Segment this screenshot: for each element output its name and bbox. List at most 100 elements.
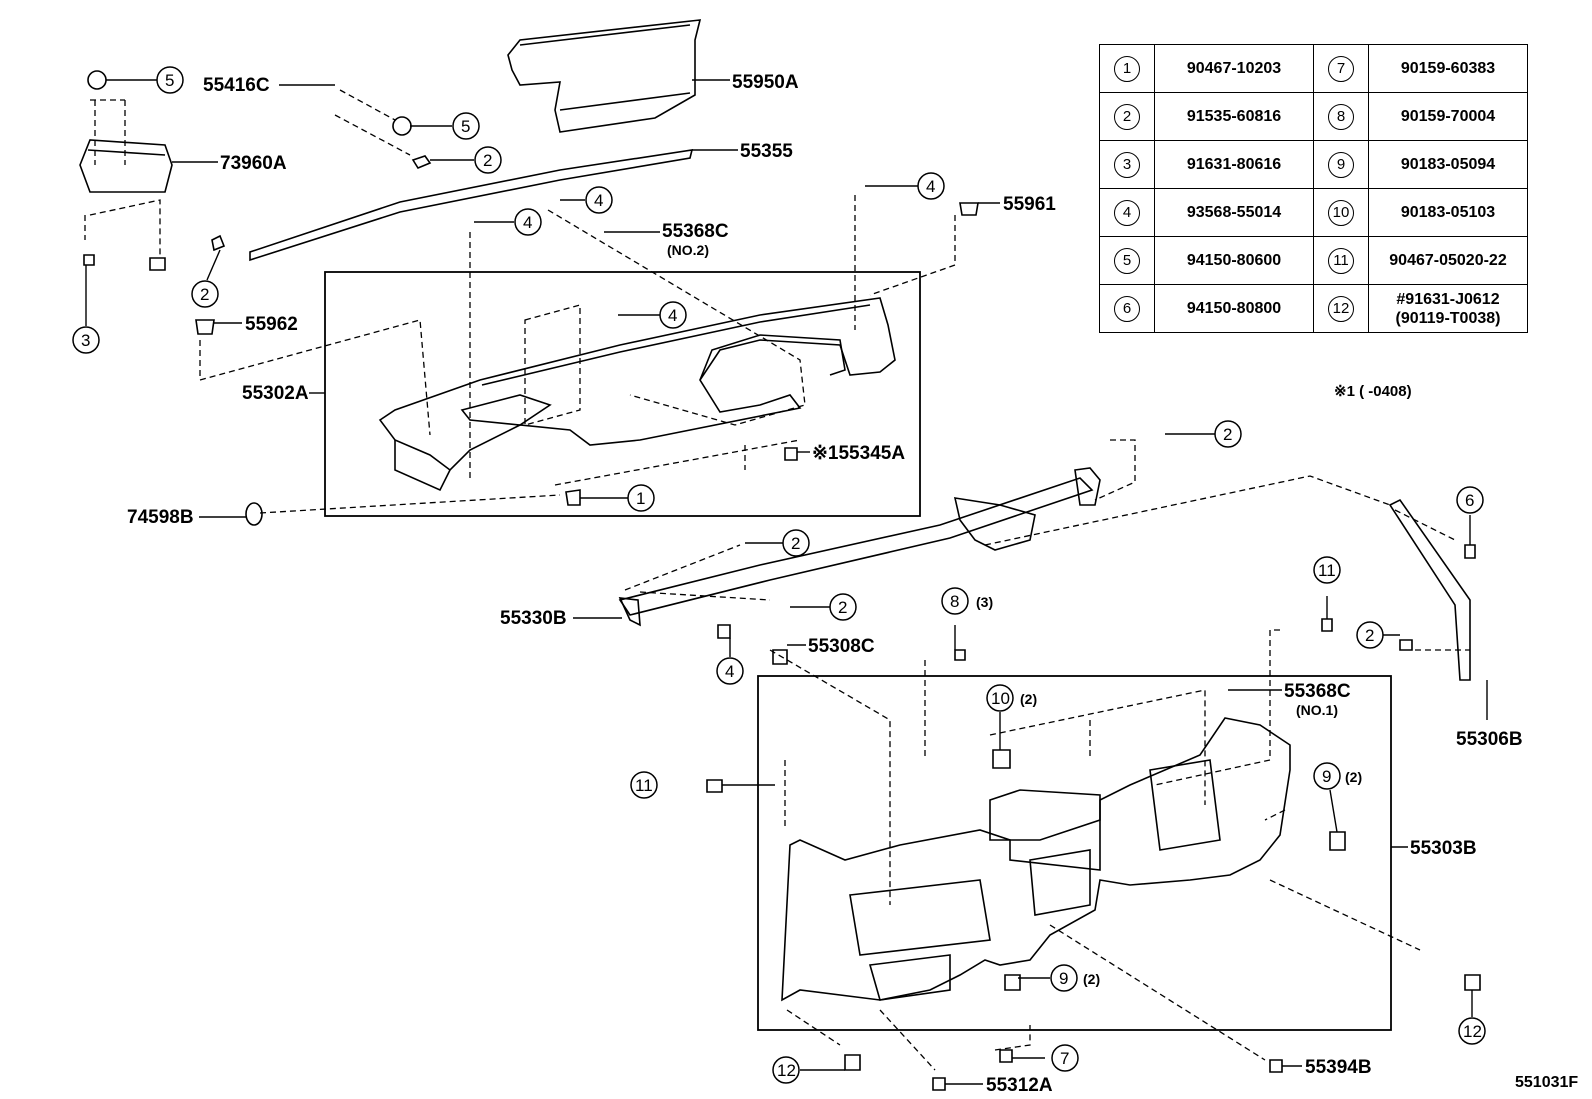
label-55394B: 55394B — [1305, 1057, 1372, 1078]
svg-text:1: 1 — [636, 489, 645, 508]
upper-instrument-panel — [378, 297, 896, 492]
table-row: 1 90467-10203 7 90159-60383 — [1099, 44, 1528, 93]
footnote: ※1 ( -0408) — [1334, 383, 1412, 400]
label-55961: 55961 — [1003, 194, 1056, 215]
svg-text:2: 2 — [1223, 425, 1232, 444]
label-55302A: 55302A — [242, 383, 309, 404]
svg-text:5: 5 — [165, 71, 174, 90]
svg-text:12: 12 — [777, 1061, 796, 1080]
svg-text:4: 4 — [523, 213, 532, 232]
ref-part: 90467-10203 — [1154, 44, 1314, 93]
brace — [1388, 498, 1471, 681]
table-row: 6 94150-80800 12 #91631-J0612 (90119-T00… — [1099, 284, 1528, 333]
svg-text:9: 9 — [1059, 969, 1068, 988]
callout-2: 2 — [782, 529, 810, 557]
svg-text:9: 9 — [1322, 767, 1331, 786]
label-55416C: 55416C — [203, 75, 270, 96]
label-55368C-no1-note: (NO.1) — [1296, 702, 1338, 718]
ref-part: 91535-60816 — [1154, 92, 1314, 141]
svg-text:10: 10 — [991, 689, 1010, 708]
svg-text:7: 7 — [1060, 1049, 1069, 1068]
quantity-9: (2) — [1345, 769, 1362, 785]
ref-part-line2: (90119-T0038) — [1395, 309, 1501, 327]
label-55368C-no1: 55368C — [1284, 681, 1351, 702]
label-55312A: 55312A — [986, 1075, 1053, 1096]
quantity-9b: (2) — [1083, 971, 1100, 987]
callout-4: 4 — [659, 301, 687, 329]
label-55962: 55962 — [245, 314, 298, 335]
panel-strip — [249, 149, 694, 262]
label-55950A: 55950A — [732, 72, 799, 93]
label-55368C-no2-note: (NO.2) — [667, 242, 709, 258]
label-55330B: 55330B — [500, 608, 567, 629]
table-row: 3 91631-80616 9 90183-05094 — [1099, 140, 1528, 189]
svg-text:11: 11 — [1318, 561, 1336, 580]
svg-text:4: 4 — [594, 191, 603, 210]
svg-text:2: 2 — [483, 151, 492, 170]
callout-4: 4 — [585, 186, 613, 214]
ref-part: 90183-05094 — [1368, 140, 1528, 189]
callout-4: 4 — [716, 657, 744, 685]
label-74598B: 74598B — [127, 507, 194, 528]
callout-1: 1 — [627, 484, 655, 512]
svg-text:8: 8 — [950, 592, 959, 611]
label-55306B: 55306B — [1456, 729, 1523, 750]
svg-text:2: 2 — [1365, 626, 1374, 645]
callout-5: 5 — [156, 66, 184, 94]
ref-num: 3 — [1114, 151, 1140, 178]
quantity-8: (3) — [976, 594, 993, 610]
callout-11: 11 — [630, 771, 658, 799]
callout-2: 2 — [1356, 621, 1384, 649]
callout-9: 9 — [1050, 964, 1078, 992]
lower-instrument-panel — [781, 717, 1291, 1002]
svg-text:2: 2 — [791, 534, 800, 553]
ref-num: 10 — [1328, 199, 1354, 226]
callout-4: 4 — [917, 172, 945, 200]
ref-part-line1: #91631-J0612 — [1396, 290, 1500, 308]
callout-12: 12 — [772, 1056, 800, 1084]
svg-text:3: 3 — [81, 331, 90, 350]
ref-num: 1 — [1114, 55, 1140, 82]
ref-part: 94150-80800 — [1154, 284, 1314, 333]
callout-6: 6 — [1456, 486, 1484, 514]
ref-part: 90183-05103 — [1368, 188, 1528, 237]
callout-2: 2 — [474, 146, 502, 174]
callout-11: 11 — [1313, 556, 1341, 584]
callout-8: 8 — [941, 587, 969, 615]
callout-2: 2 — [829, 593, 857, 621]
ref-num: 7 — [1328, 55, 1354, 82]
ref-num: 4 — [1114, 199, 1140, 226]
callout-3: 3 — [72, 326, 100, 354]
svg-text:2: 2 — [200, 285, 209, 304]
fastener-icons — [83, 70, 1481, 1091]
ref-part: 90159-60383 — [1368, 44, 1528, 93]
ref-part: #91631-J0612 (90119-T0038) — [1368, 284, 1528, 333]
fastener-reference-table: 1 90467-10203 7 90159-60383 2 91535-6081… — [1099, 44, 1528, 333]
svg-text:5: 5 — [461, 117, 470, 136]
label-55345A: ※155345A — [812, 443, 905, 464]
air-bag-module — [79, 139, 173, 193]
defroster-duct — [507, 19, 702, 133]
label-73960A: 73960A — [220, 153, 287, 174]
ref-num: 2 — [1114, 103, 1140, 130]
callout-5: 5 — [452, 112, 480, 140]
ref-part: 91631-80616 — [1154, 140, 1314, 189]
label-55303B: 55303B — [1410, 838, 1477, 859]
svg-text:4: 4 — [926, 177, 935, 196]
svg-text:6: 6 — [1465, 491, 1474, 510]
ref-num: 11 — [1328, 247, 1354, 274]
instrument-panel-reinforcement — [618, 467, 1101, 627]
ref-part: 94150-80600 — [1154, 236, 1314, 285]
ref-part: 90467-05020-22 — [1368, 236, 1528, 285]
upper-panel-group-box — [324, 271, 921, 517]
callout-10: 10 — [986, 684, 1014, 712]
table-row: 4 93568-55014 10 90183-05103 — [1099, 188, 1528, 237]
ref-num: 6 — [1114, 295, 1140, 322]
table-row: 5 94150-80600 11 90467-05020-22 — [1099, 236, 1528, 285]
diagram-id: 551031F — [1515, 1074, 1579, 1091]
svg-text:2: 2 — [838, 598, 847, 617]
label-55308C: 55308C — [808, 636, 875, 657]
ref-num: 12 — [1328, 295, 1354, 322]
callout-12: 12 — [1458, 1017, 1486, 1045]
